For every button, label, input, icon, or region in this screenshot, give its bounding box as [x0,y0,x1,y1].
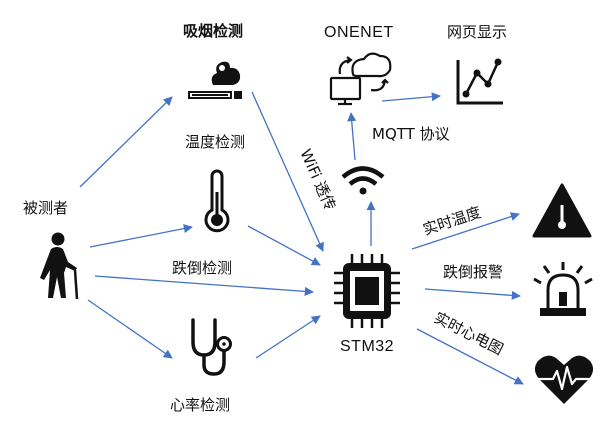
connection-arrows [79,91,524,385]
arrow-mcu-alarm-out [424,288,521,300]
wifi-label: WiFi 透传 [296,146,339,213]
mqtt-label: MQTT 协议 [372,125,450,143]
arrow-subject-smoke [79,96,173,188]
arrow-temp-mcu [247,225,321,266]
cloud-label: ONENET [324,24,394,41]
web-label: 网页显示 [447,23,508,41]
thermometer-icon [204,169,230,233]
stethoscope-icon [191,318,232,376]
siren-icon [533,262,593,316]
arrow-subject-temp [89,224,193,248]
warning-thermometer-icon [532,183,592,238]
arrow-heart-mcu [255,315,321,359]
cloud-computer-icon [329,52,392,106]
heart-label: 心率检测 [170,396,231,414]
elderly-person-icon [40,232,79,300]
cigarette-icon [188,61,242,99]
arrow-subject-fall [94,275,314,296]
smoke-label: 吸烟检测 [183,22,244,40]
out-alarm-label: 跌倒报警 [443,263,504,281]
out-temp-label: 实时温度 [421,203,484,239]
mcu-label: STM32 [340,338,395,355]
heart-ecg-icon [534,355,594,404]
chip-icon [334,254,400,328]
wifi-icon [341,166,385,195]
temperature-label: 温度检测 [185,133,246,151]
arrow-smoke-mcu [251,91,324,252]
arrow-cloud-web [381,92,441,102]
arrow-mcu-ecg-out [416,328,524,385]
out-ecg-label: 实时心电图 [431,309,506,359]
arrow-wifi-cloud [347,112,357,161]
fall-label: 跌倒检测 [172,259,233,277]
arrow-mcu-temp-out [411,212,520,250]
subject-label: 被测者 [23,199,69,217]
arrow-subject-heart [87,299,173,359]
line-chart-icon [456,58,503,105]
